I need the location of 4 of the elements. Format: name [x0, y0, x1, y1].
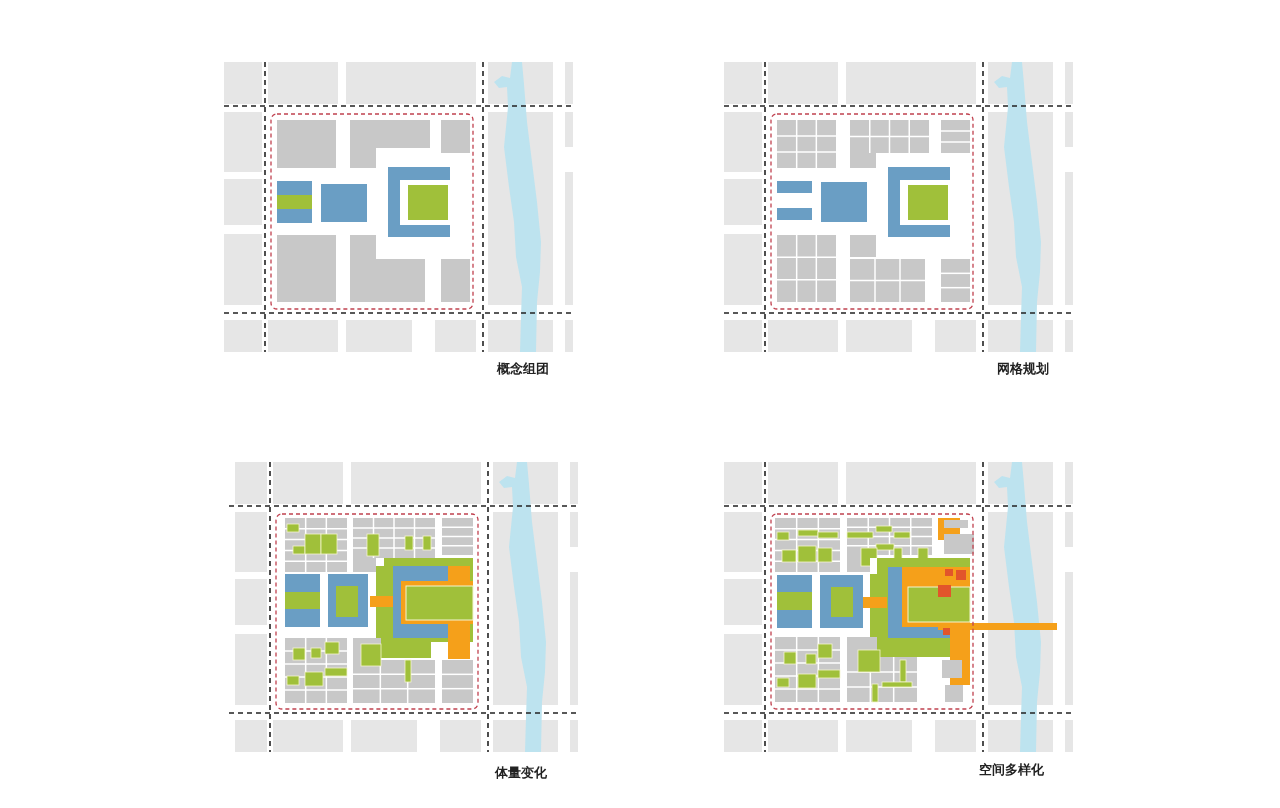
caption: 空间多样化	[979, 762, 1044, 778]
caption: 体量变化	[495, 765, 547, 781]
caption: 网格规划	[997, 361, 1049, 377]
caption: 概念组团	[497, 361, 549, 377]
